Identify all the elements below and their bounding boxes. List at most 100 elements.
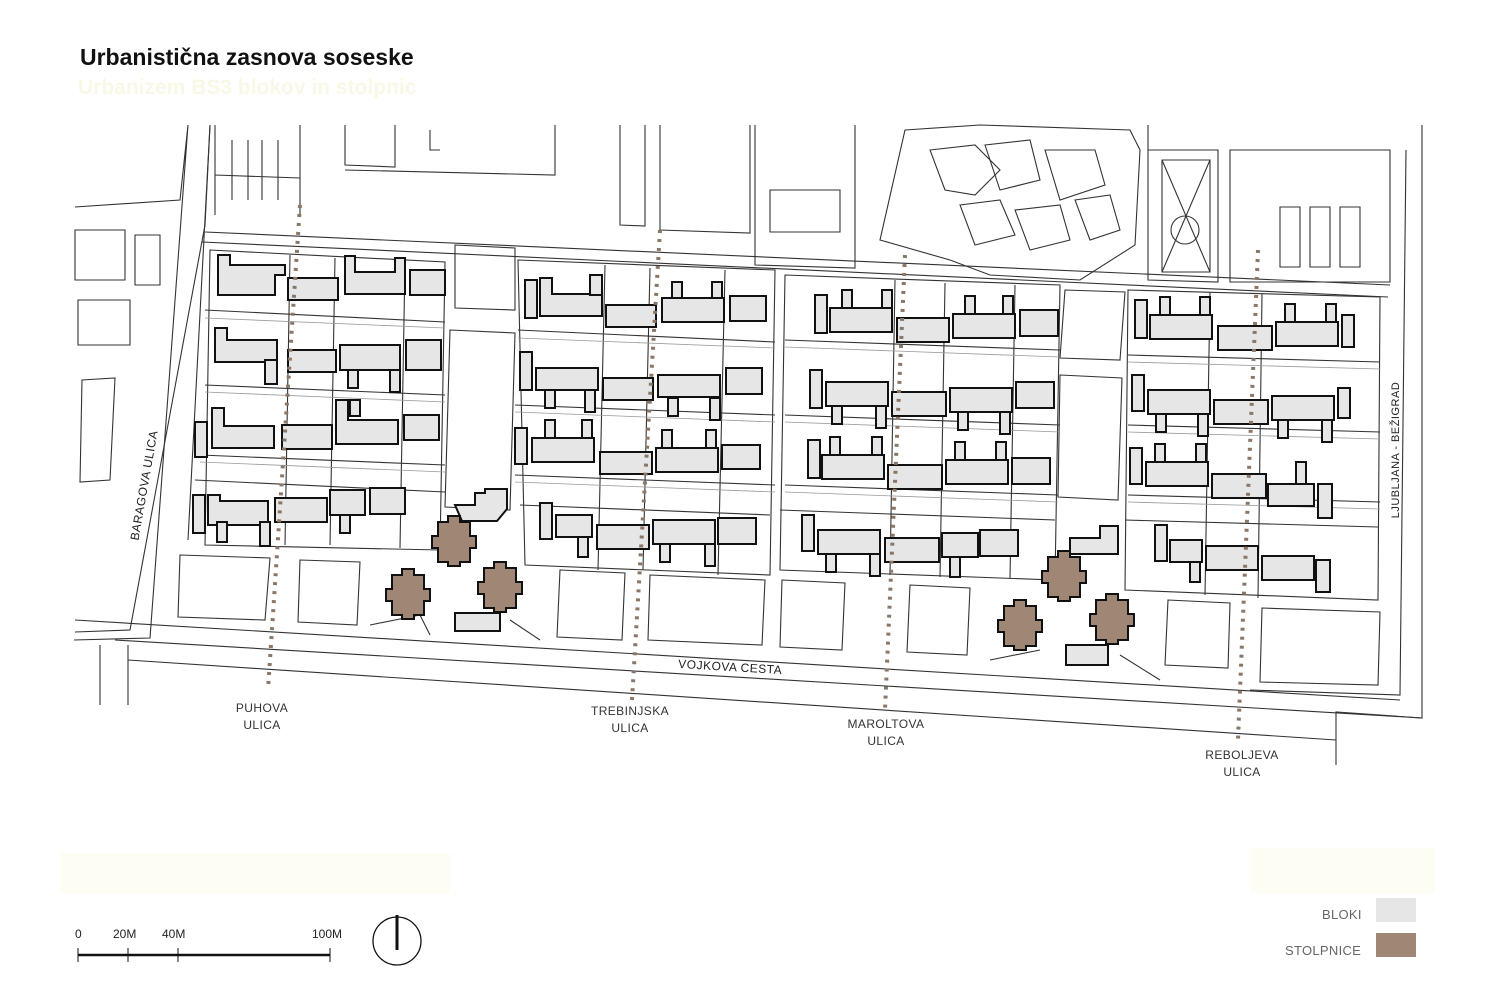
block-building [657,374,721,398]
faint-band-left [60,853,450,893]
block-building [1147,389,1211,415]
block-building [884,537,940,563]
block-building [1169,539,1203,563]
street-name: REBOLJEVA [1205,748,1279,762]
block-building [652,519,716,545]
block-building [825,381,889,407]
block-building [1154,443,1166,463]
block-building [704,543,716,567]
page-title: Urbanistična zasnova soseske [80,44,414,70]
block-building [659,543,671,563]
block-building [577,536,589,558]
block-building [1211,473,1267,499]
block-building [287,277,339,301]
block-building [717,517,757,545]
block-building [1015,381,1055,409]
block-building [211,407,275,449]
block-building [1011,457,1051,485]
block-building [954,441,966,461]
block-building [405,339,442,371]
block-building [535,367,599,391]
reboljeva-axis [1236,249,1260,741]
block-building [596,524,650,550]
legend-label-stolpnice: STOLPNICE [1285,943,1362,958]
street-type: ULICA [867,734,905,748]
block-building [667,397,679,417]
block-building [584,389,596,413]
block-building [1159,296,1171,316]
block-building [1149,314,1213,340]
street-label-maroltova: MAROLTOVA ULICA [844,716,928,750]
block-building [1217,325,1273,351]
block-building [1325,303,1337,323]
block-building [453,488,508,522]
block-building [555,514,593,538]
block-building [217,254,286,296]
block-building [1213,399,1269,425]
block-building [344,255,406,295]
block-building [814,294,828,334]
block-building [896,317,950,343]
block-building [831,405,843,425]
block-building [329,489,366,516]
tower-building [1089,593,1135,645]
block-building [349,399,361,417]
block-building [979,529,1019,557]
block-building [821,454,885,480]
block-building [519,351,533,391]
block-building [1154,524,1168,562]
block-building [999,411,1011,435]
block-building [403,414,440,441]
street-type: ULICA [611,721,649,735]
block-building [1295,461,1307,485]
puhova-axis [266,204,302,691]
block-building [274,497,328,523]
block-building [1131,374,1145,412]
block-building [539,502,553,540]
scale-tick-100: 100M [312,927,343,941]
block-building [891,391,947,417]
block-building [655,447,719,473]
street-label-trebinjska: TREBINJSKA ULICA [590,703,670,737]
scale-bar [77,948,331,962]
street-label-puhova: PUHOVA ULICA [232,700,292,734]
street-type: ULICA [243,718,281,732]
block-building [389,369,401,393]
block-building [1129,447,1143,485]
page-subtitle: Urbanizem BS3 blokov in stolpnic [78,76,417,99]
block-building [524,279,538,319]
block-building [1155,413,1167,433]
tower-building [385,568,431,620]
block-building [1337,387,1351,419]
block-building [725,367,763,395]
block-building [957,411,969,431]
block-building [941,532,979,558]
block-building [945,459,1009,485]
block-building [335,399,399,445]
block-building [1315,559,1331,593]
block-building [729,295,767,322]
block-building [514,427,528,465]
baragova-label: BARAGOVA ULICA [127,429,160,541]
street-label-reboljeva: REBOLJEVA ULICA [1202,747,1282,781]
block-building [409,269,446,296]
block-building [875,405,887,429]
vojkova-label: VOJKOVA CESTA [678,657,783,677]
block-building [454,612,501,632]
block-building [581,419,593,439]
block-building [339,514,351,534]
scale-tick-40: 40M [162,927,186,941]
block-building [1284,303,1296,323]
block-building [871,436,883,456]
block-building [216,521,228,543]
block-building [964,295,976,315]
block-building [544,389,556,409]
block-building [544,419,556,439]
block-building [1271,395,1335,421]
tower-building [431,515,477,567]
block-building [949,387,1013,413]
block-building [1277,419,1289,439]
block-building [1261,555,1315,581]
block-building [671,281,683,299]
